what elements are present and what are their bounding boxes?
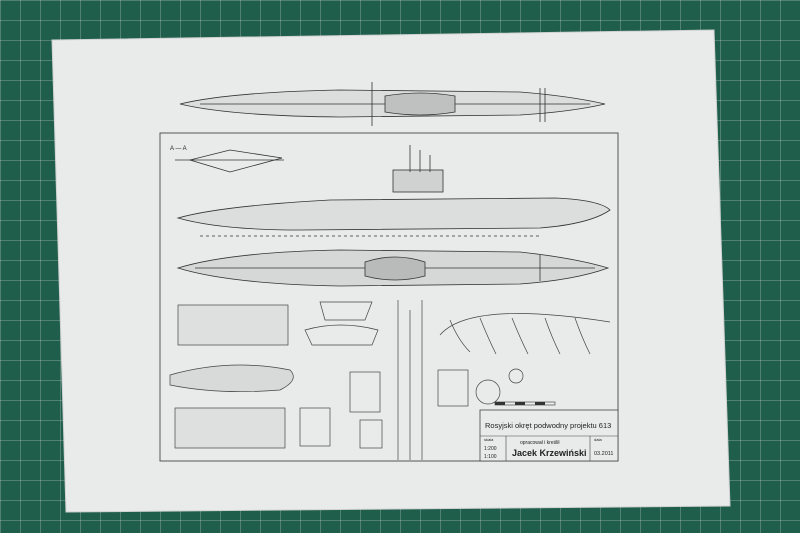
section-label: A — A xyxy=(170,146,187,152)
drawing-title: Rosyjski okręt podwodny projektu 613 xyxy=(485,421,611,430)
side-profile-view xyxy=(176,145,611,237)
date-caption: data xyxy=(594,437,603,442)
detail-parts xyxy=(169,300,611,460)
drawing-date: 03.2011 xyxy=(594,451,613,457)
designer-caption: opracował i kreślił xyxy=(520,440,560,446)
title-block: Rosyjski okręt podwodny projektu 613 opr… xyxy=(479,409,619,462)
section-a-a-view xyxy=(175,149,284,173)
scale-2: 1:100 xyxy=(484,454,497,460)
deck-plan-view xyxy=(176,249,610,287)
scale-bar xyxy=(494,401,556,406)
top-plan-view xyxy=(179,82,606,126)
drawing-frame xyxy=(159,132,619,462)
scale-1: 1:200 xyxy=(484,446,497,452)
designer-name: Jacek Krzewiński xyxy=(512,448,587,458)
scale-caption: skala xyxy=(484,437,494,442)
